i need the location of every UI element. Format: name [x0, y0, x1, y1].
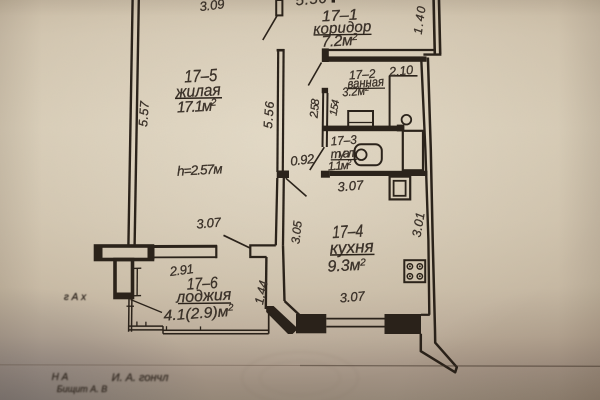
- svg-text:9.3м2: 9.3м2: [327, 257, 367, 276]
- svg-text:17–5: 17–5: [184, 65, 218, 87]
- svg-text:Бищит А. В: Бищит А. В: [57, 384, 108, 394]
- svg-text:17–3: 17–3: [330, 133, 357, 149]
- svg-text:3.07: 3.07: [196, 214, 222, 231]
- svg-text:17–2: 17–2: [348, 67, 376, 83]
- svg-text:1.44: 1.44: [252, 279, 271, 305]
- svg-text:4.1(2.9)м2: 4.1(2.9)м2: [163, 302, 235, 324]
- svg-text:17–4: 17–4: [332, 220, 364, 242]
- svg-text:2.58: 2.58: [309, 98, 323, 120]
- svg-text:3.09: 3.09: [199, 0, 226, 14]
- svg-text:1.40: 1.40: [411, 5, 429, 35]
- svg-text:3.2м2: 3.2м2: [342, 83, 371, 99]
- svg-text:17–6: 17–6: [186, 274, 219, 294]
- svg-text:17–1: 17–1: [321, 6, 358, 25]
- svg-text:5.56: 5.56: [261, 101, 277, 129]
- svg-text:И. А. гончл: И. А. гончл: [112, 372, 169, 384]
- svg-text:1.54: 1.54: [327, 99, 342, 117]
- svg-text:5.57: 5.57: [136, 100, 152, 127]
- svg-text:кухня: кухня: [329, 237, 374, 258]
- svg-text:3.07: 3.07: [337, 177, 365, 194]
- svg-text:коридор: коридор: [313, 18, 372, 38]
- svg-text:жилая: жилая: [174, 81, 221, 101]
- svg-text:5.56: 5.56: [295, 0, 328, 9]
- svg-text:7.2м2: 7.2м2: [321, 32, 358, 51]
- svg-text:3.01: 3.01: [410, 211, 428, 238]
- svg-text:Н А: Н А: [52, 372, 69, 383]
- svg-text:17.1м2: 17.1м2: [176, 97, 217, 116]
- svg-text:2.91: 2.91: [168, 261, 195, 279]
- svg-text:2.10: 2.10: [388, 63, 414, 79]
- svg-text:ванная: ванная: [347, 74, 384, 92]
- svg-text:туал: туал: [330, 146, 355, 162]
- svg-text:лоджия: лоджия: [175, 287, 232, 307]
- svg-text:г А х: г А х: [64, 292, 87, 303]
- svg-text:3.05: 3.05: [288, 220, 304, 245]
- svg-text:3.07: 3.07: [339, 288, 366, 305]
- svg-text:0.92: 0.92: [289, 151, 315, 169]
- svg-text:1.1м2: 1.1м2: [327, 158, 353, 174]
- svg-text:h=2.57м: h=2.57м: [177, 161, 223, 178]
